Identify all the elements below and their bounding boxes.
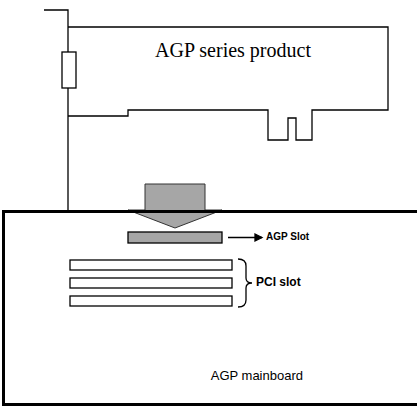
- slot-label: AGP Slot: [266, 231, 309, 242]
- node-text: AGP mainboard: [211, 368, 303, 383]
- agp-slot: [128, 232, 222, 243]
- pci-slot: [70, 296, 232, 306]
- pci-brace: [238, 259, 252, 307]
- card-box: AGP series product: [78, 27, 388, 110]
- slot-pointer-head: [255, 234, 262, 241]
- insert-arrow: [128, 184, 222, 228]
- node-text: AGP series product: [155, 39, 311, 62]
- pci-slot: [70, 278, 232, 288]
- bracket-connector: [62, 52, 76, 88]
- pci-slot: [70, 260, 232, 270]
- card-outline: [68, 27, 388, 140]
- slot-label: PCI slot: [256, 275, 301, 289]
- mainboard-box: AGP mainboard: [2, 210, 417, 406]
- card-bracket: [44, 10, 68, 212]
